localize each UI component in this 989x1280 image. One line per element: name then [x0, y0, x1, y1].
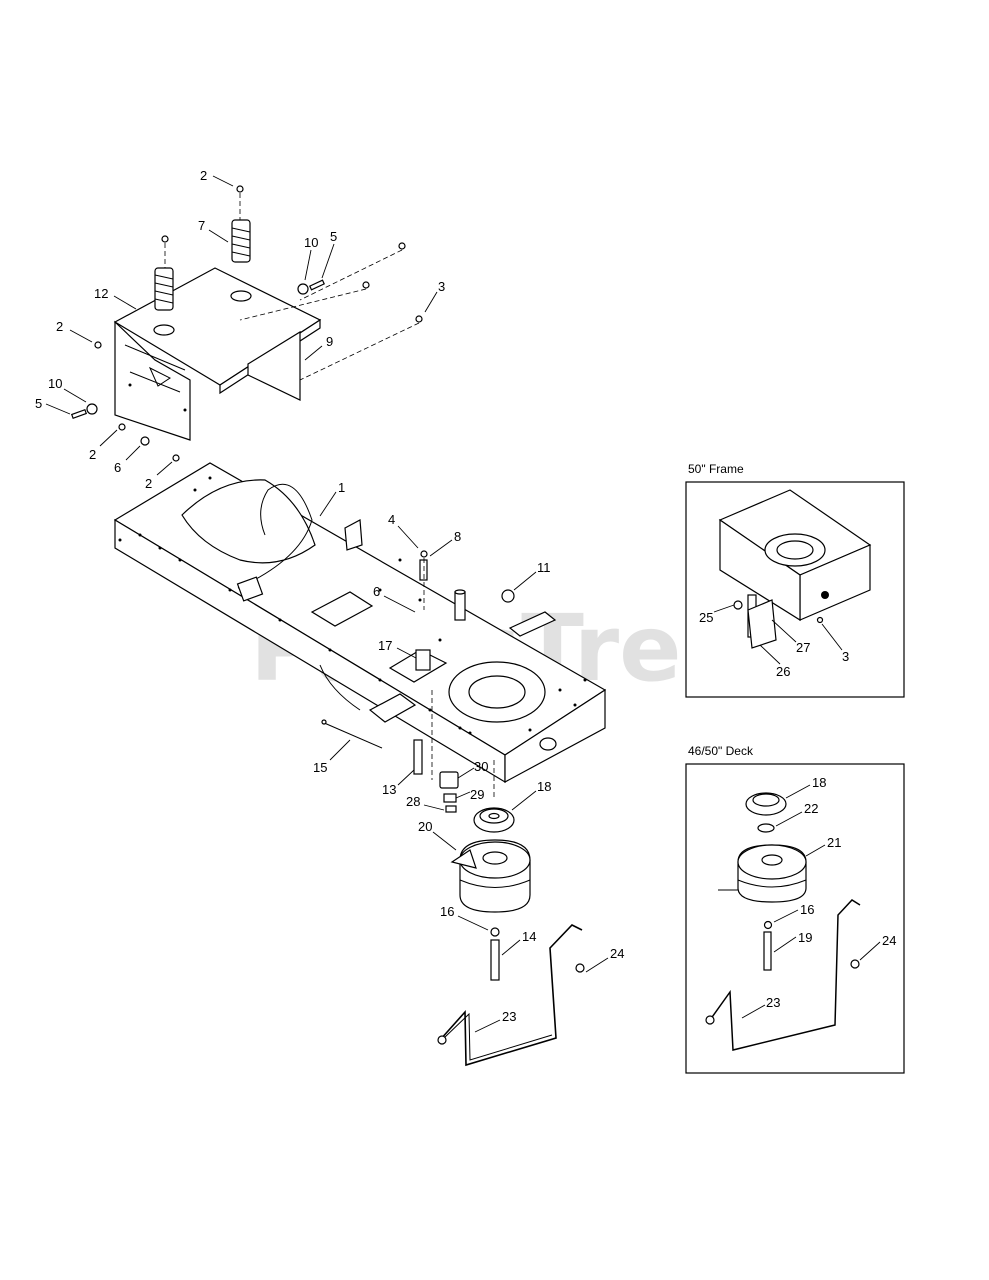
- callout-1: 1: [338, 480, 345, 495]
- inset-callout-18: 18: [812, 775, 826, 790]
- callout-20: 20: [418, 819, 432, 834]
- callout-23: 23: [502, 1009, 516, 1024]
- callout-10: 10: [48, 376, 62, 391]
- callout-2: 2: [145, 476, 152, 491]
- inset-title-50-frame: 50" Frame: [688, 462, 744, 476]
- inset-callout-24: 24: [882, 933, 896, 948]
- inset-title-46-50-deck: 46/50" Deck: [688, 744, 754, 758]
- callout-9: 9: [326, 334, 333, 349]
- callout-18: 18: [537, 779, 551, 794]
- callout-16: 16: [440, 904, 454, 919]
- callouts-main: 2 7 10 5 12 3 2 9 10 5 2 6 2 1 4 8 11 6: [35, 168, 624, 1033]
- callout-7: 7: [198, 218, 205, 233]
- callout-8: 8: [454, 529, 461, 544]
- callout-2: 2: [56, 319, 63, 334]
- callout-15: 15: [313, 760, 327, 775]
- inset-callout-19: 19: [798, 930, 812, 945]
- callout-12: 12: [94, 286, 108, 301]
- callout-24: 24: [610, 946, 624, 961]
- spring-right: [230, 219, 252, 302]
- clutch-bolt: [490, 939, 500, 981]
- frame-end: [504, 688, 606, 784]
- callout-6: 6: [114, 460, 121, 475]
- inset-border: [685, 763, 905, 1074]
- callout-13: 13: [382, 782, 396, 797]
- callout-17: 17: [378, 638, 392, 653]
- seat-plate-side: [247, 330, 301, 401]
- callout-11: 11: [537, 560, 551, 575]
- callout-14: 14: [522, 929, 536, 944]
- nut-icon: [236, 185, 244, 193]
- callout-5: 5: [330, 229, 337, 244]
- inset-callout-27: 27: [796, 640, 810, 655]
- callout-10: 10: [304, 235, 318, 250]
- callout-5: 5: [35, 396, 42, 411]
- clutch-assembly: [439, 760, 585, 981]
- main-frame: [113, 462, 607, 784]
- inset-callout-23: 23: [766, 995, 780, 1010]
- inset-callout-26: 26: [776, 664, 790, 679]
- callout-6: 6: [373, 584, 380, 599]
- seat-bracket-assembly: [70, 185, 423, 462]
- inset-callout-25: 25: [699, 610, 713, 625]
- callout-2: 2: [200, 168, 207, 183]
- cable: [321, 721, 383, 749]
- inset-callout-3: 3: [842, 649, 849, 664]
- callout-2: 2: [89, 447, 96, 462]
- inset-callout-21: 21: [827, 835, 841, 850]
- spring-left: [153, 267, 175, 336]
- callout-29: 29: [470, 787, 484, 802]
- inset-50-frame: 50" Frame 25 27 3 26: [685, 462, 905, 698]
- washer-icon: [297, 283, 309, 295]
- stabilizer-rod: [439, 924, 583, 1067]
- callout-3: 3: [438, 279, 445, 294]
- inset-callout-22: 22: [804, 801, 818, 816]
- callout-30: 30: [474, 759, 488, 774]
- inset-46-50-deck: 46/50" Deck 18 22 21 16 19 24 23: [685, 744, 905, 1074]
- inset-callout-16: 16: [800, 902, 814, 917]
- callout-28: 28: [406, 794, 420, 809]
- pin-icon: [413, 739, 423, 775]
- callout-4: 4: [388, 512, 395, 527]
